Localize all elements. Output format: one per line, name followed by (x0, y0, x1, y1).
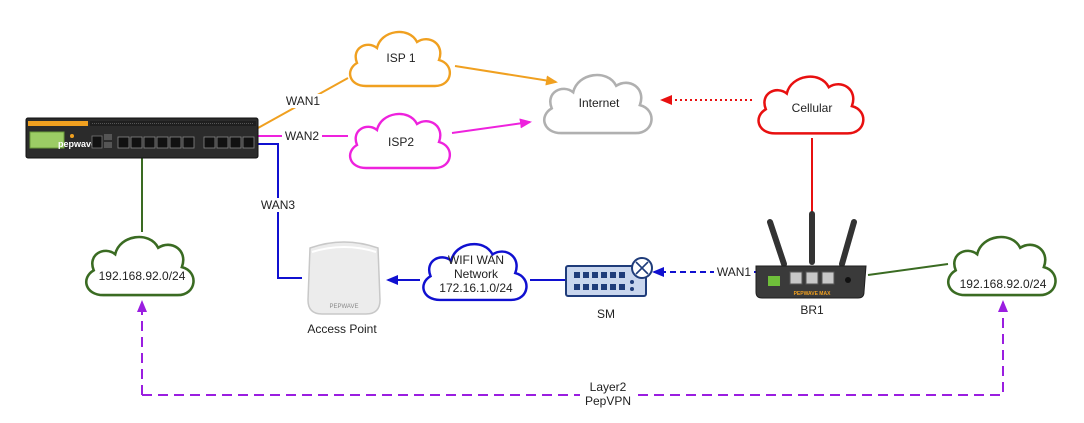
access-point: PEPWAVE Access Point (307, 241, 381, 336)
lan-left-cloud: 192.168.92.0/24 (84, 235, 195, 297)
lan-right-cloud: 192.168.92.0/24 (946, 235, 1057, 297)
wifi-wan-label-1: WIFI WAN (448, 253, 504, 267)
isp2-cloud: ISP2 (348, 112, 452, 170)
vpn-label-2: PepVPN (585, 394, 631, 408)
wan3-label: WAN3 (261, 198, 296, 212)
br1-label: BR1 (800, 303, 824, 317)
internet-label: Internet (579, 96, 620, 110)
router-brand: pepwave (58, 139, 96, 149)
wan2-label: WAN2 (285, 129, 320, 143)
br1-lan-right-link (867, 263, 949, 276)
internet-cloud: Internet (542, 73, 653, 135)
sm-device: SM (565, 257, 653, 321)
wifi-wan-cloud: WIFI WAN Network 172.16.1.0/24 (422, 242, 528, 302)
pepvpn-tunnel-bottom (142, 300, 1008, 396)
isp2-internet-arrow (451, 118, 532, 134)
vpn-label-1: Layer2 (590, 380, 627, 394)
lan-left-label: 192.168.92.0/24 (99, 269, 186, 283)
ap-brand: PEPWAVE (329, 304, 358, 310)
cellular-cloud: Cellular (757, 75, 865, 135)
wifi-wan-label-3: 172.16.1.0/24 (439, 281, 513, 295)
sm-wan1-label: WAN1 (717, 265, 752, 279)
br1-brand: PEPWAVE MAX (794, 291, 832, 297)
br1-device: PEPWAVE MAX BR1 (755, 211, 867, 317)
lan-right-label: 192.168.92.0/24 (960, 277, 1047, 291)
access-point-label: Access Point (307, 322, 377, 336)
sm-label: SM (597, 307, 615, 321)
cellular-label: Cellular (792, 101, 833, 115)
isp2-label: ISP2 (388, 135, 414, 149)
isp1-internet-arrow (454, 65, 558, 86)
isp1-label: ISP 1 (386, 51, 415, 65)
pepwave-router: pepwave (25, 117, 259, 159)
wifi-wan-label-2: Network (454, 267, 499, 281)
isp1-cloud: ISP 1 (348, 30, 452, 88)
wan1-label: WAN1 (286, 94, 321, 108)
